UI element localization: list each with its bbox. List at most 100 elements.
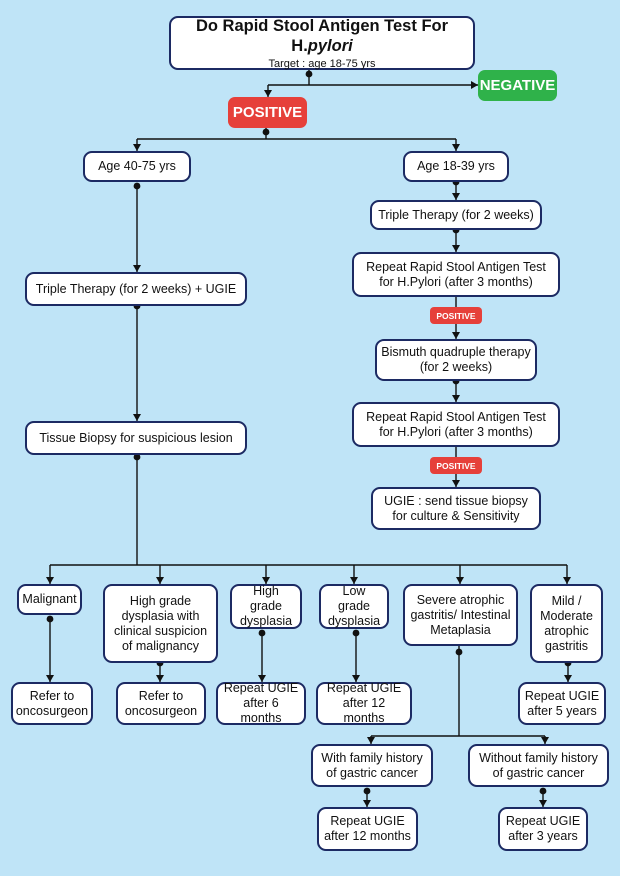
header-title: Do Rapid Stool Antigen Test For H.pylori bbox=[195, 16, 449, 55]
arrow-head bbox=[363, 800, 371, 807]
finding-label: Low grade bbox=[338, 584, 370, 613]
rapid-stool-antigen-test-box[interactable]: Do Rapid Stool Antigen Test For H.pylori… bbox=[169, 16, 475, 70]
arrow-head bbox=[46, 675, 54, 682]
finding-label: dysplasia bbox=[327, 614, 381, 628]
finding-label: dysplasia with bbox=[121, 608, 200, 623]
finding-label: High grade bbox=[250, 584, 282, 613]
finding-high-grade-suspicion[interactable]: High grade dysplasia with clinical suspi… bbox=[103, 584, 218, 663]
arrow-head bbox=[452, 245, 460, 252]
positive-badge-small-2: POSITIVE bbox=[430, 457, 482, 474]
positive-badge-small-1: POSITIVE bbox=[430, 307, 482, 324]
connector-dot bbox=[352, 629, 360, 637]
finding-label: gastritis/ Intestinal bbox=[410, 607, 511, 622]
connector-dot bbox=[46, 615, 54, 623]
finding-label: of malignancy bbox=[121, 638, 200, 653]
finding-label: Metaplasia bbox=[430, 622, 491, 637]
connector-dot bbox=[363, 787, 371, 795]
repeat-test-1-box[interactable]: Repeat Rapid Stool Antigen Test for H.Py… bbox=[352, 252, 560, 297]
arrow-head bbox=[539, 800, 547, 807]
arrow-head bbox=[46, 577, 54, 584]
finding-mild-moderate-atrophic[interactable]: Mild / Moderate atrophic gastritis bbox=[530, 584, 603, 663]
action-label: Refer to bbox=[29, 688, 75, 703]
repeat-test-2-box[interactable]: Repeat Rapid Stool Antigen Test for H.Py… bbox=[352, 402, 560, 447]
arrow-head bbox=[350, 577, 358, 584]
action-label: Repeat UGIE bbox=[326, 681, 402, 695]
finding-label: atrophic bbox=[544, 623, 589, 638]
action-label: Repeat UGIE bbox=[524, 688, 600, 703]
finding-label: Mild / bbox=[551, 593, 582, 608]
family-label: of gastric cancer bbox=[492, 765, 585, 780]
action-label: after 12 months bbox=[324, 829, 411, 843]
finding-label: dysplasia bbox=[239, 614, 293, 628]
finding-label: Severe atrophic bbox=[416, 592, 505, 607]
finding-low-grade-dysplasia[interactable]: Low grade dysplasia bbox=[319, 584, 389, 629]
action-repeat-ugie-12-months-family[interactable]: Repeat UGIE after 12 months bbox=[317, 807, 418, 851]
repeat-test-2-line-2: for H.Pylori (after 3 months) bbox=[379, 424, 533, 439]
triple-therapy-box[interactable]: Triple Therapy (for 2 weeks) bbox=[370, 200, 542, 230]
finding-high-grade-dysplasia[interactable]: High grade dysplasia bbox=[230, 584, 302, 629]
family-label: of gastric cancer bbox=[326, 765, 418, 780]
arrow-head bbox=[133, 414, 141, 421]
finding-severe-atrophic[interactable]: Severe atrophic gastritis/ Intestinal Me… bbox=[403, 584, 518, 646]
ugie-culture-line-2: for culture & Sensitivity bbox=[392, 508, 520, 523]
arrow-head bbox=[367, 737, 375, 744]
action-repeat-ugie-3-years[interactable]: Repeat UGIE after 3 years bbox=[498, 807, 588, 851]
arrow-head bbox=[471, 81, 478, 89]
action-repeat-ugie-5-years[interactable]: Repeat UGIE after 5 years bbox=[518, 682, 606, 725]
arrow-head bbox=[452, 193, 460, 200]
finding-label: Malignant bbox=[22, 592, 77, 606]
arrow-head bbox=[156, 577, 164, 584]
bismuth-line-2: (for 2 weeks) bbox=[419, 360, 493, 374]
without-family-history-box[interactable]: Without family history of gastric cancer bbox=[468, 744, 609, 787]
repeat-test-1-line-2: for H.Pylori (after 3 months) bbox=[379, 274, 533, 289]
repeat-test-2-line-1: Repeat Rapid Stool Antigen Test bbox=[366, 409, 546, 424]
connector-dot bbox=[133, 182, 141, 190]
arrow-head bbox=[564, 675, 572, 682]
arrow-head bbox=[452, 144, 460, 151]
connector-dot bbox=[539, 787, 547, 795]
action-label: after 6 months bbox=[240, 696, 282, 725]
finding-label: High grade bbox=[129, 593, 192, 608]
arrow-head bbox=[452, 395, 460, 402]
finding-label: Moderate bbox=[540, 608, 593, 623]
arrow-head bbox=[133, 144, 141, 151]
age-18-39-box[interactable]: Age 18-39 yrs bbox=[403, 151, 509, 182]
action-refer-oncosurgeon-2[interactable]: Refer to oncosurgeon bbox=[116, 682, 206, 725]
action-label: after 3 years bbox=[508, 829, 578, 843]
ugie-culture-box[interactable]: UGIE : send tissue biopsy for culture & … bbox=[371, 487, 541, 530]
arrow-head bbox=[262, 577, 270, 584]
arrow-head bbox=[456, 577, 464, 584]
action-label: Repeat UGIE bbox=[330, 814, 405, 828]
with-family-history-box[interactable]: With family history of gastric cancer bbox=[311, 744, 433, 787]
bismuth-therapy-box[interactable]: Bismuth quadruple therapy (for 2 weeks) bbox=[375, 339, 537, 381]
arrow-head bbox=[563, 577, 571, 584]
action-label: after 12 months bbox=[342, 696, 386, 725]
repeat-test-1-line-1: Repeat Rapid Stool Antigen Test bbox=[366, 259, 546, 274]
arrow-head bbox=[452, 332, 460, 339]
arrow-head bbox=[352, 675, 360, 682]
action-label: Refer to bbox=[138, 688, 184, 703]
arrow-head bbox=[133, 265, 141, 272]
action-refer-oncosurgeon-1[interactable]: Refer to oncosurgeon bbox=[11, 682, 93, 725]
action-label: Repeat UGIE bbox=[223, 681, 299, 695]
family-label: With family history bbox=[321, 750, 423, 765]
finding-label: gastritis bbox=[544, 638, 589, 653]
action-repeat-ugie-12-months[interactable]: Repeat UGIE after 12 months bbox=[316, 681, 412, 725]
action-label: Repeat UGIE bbox=[505, 814, 581, 828]
bismuth-line-1: Bismuth quadruple therapy bbox=[381, 345, 531, 359]
action-label: oncosurgeon bbox=[15, 703, 89, 718]
tissue-biopsy-box[interactable]: Tissue Biopsy for suspicious lesion bbox=[25, 421, 247, 455]
header-target: Target : age 18-75 yrs bbox=[268, 57, 376, 70]
positive-badge: POSITIVE bbox=[228, 97, 307, 128]
connector-dot bbox=[258, 629, 266, 637]
action-repeat-ugie-6-months[interactable]: Repeat UGIE after 6 months bbox=[216, 681, 306, 725]
arrow-head bbox=[452, 480, 460, 487]
arrow-head bbox=[541, 737, 549, 744]
family-label: Without family history bbox=[479, 750, 598, 765]
triple-therapy-ugie-box[interactable]: Triple Therapy (for 2 weeks) + UGIE bbox=[25, 272, 247, 306]
age-40-75-box[interactable]: Age 40-75 yrs bbox=[83, 151, 191, 182]
finding-malignant[interactable]: Malignant bbox=[17, 584, 82, 615]
action-label: after 5 years bbox=[527, 703, 597, 718]
arrow-head bbox=[264, 90, 272, 97]
